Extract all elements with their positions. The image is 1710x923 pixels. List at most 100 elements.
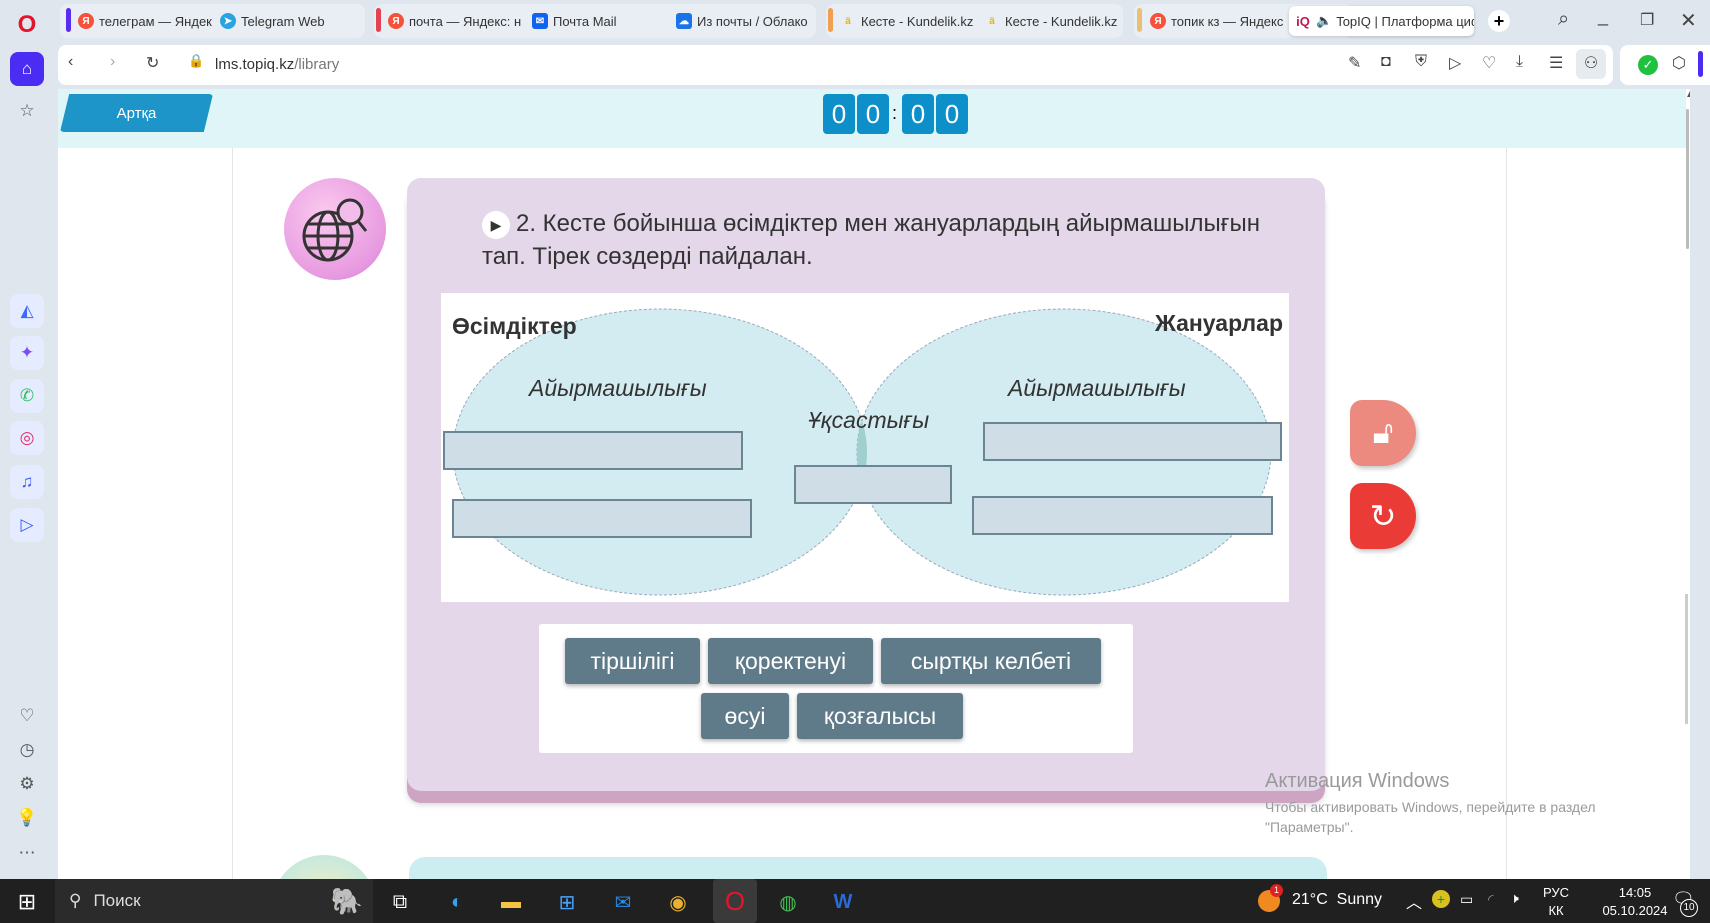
more-icon[interactable]: ⋯: [18, 843, 36, 862]
heart-icon[interactable]: ♡: [1482, 55, 1497, 72]
word-chip[interactable]: қоректенуі: [708, 638, 873, 684]
yandex-icon: Я: [78, 13, 94, 29]
camera-icon[interactable]: ◘: [1381, 53, 1391, 70]
check-extension-icon[interactable]: ✓: [1638, 55, 1658, 75]
url-input[interactable]: lms.topiq.kz/library: [215, 56, 339, 73]
store-icon[interactable]: ⊞: [558, 891, 576, 914]
weather-icon: 1: [1258, 884, 1283, 912]
word-chip[interactable]: қозғалысы: [797, 693, 963, 739]
tray-app-icon[interactable]: +: [1432, 890, 1450, 908]
animals-differences-label: Айырмашылығы: [1008, 375, 1186, 401]
scrollbar-thumb[interactable]: [1686, 109, 1689, 249]
speaker-icon[interactable]: 🔈: [1316, 13, 1333, 28]
back-nav-icon[interactable]: ‹: [68, 53, 74, 70]
drop-zone-plants-2[interactable]: [452, 499, 752, 538]
tab[interactable]: ☁Из почты / Облако: [670, 6, 810, 36]
history-icon[interactable]: ◷: [19, 740, 35, 759]
download-icon[interactable]: ⤓: [1516, 53, 1524, 70]
check-lock-button[interactable]: 🔓︎: [1350, 400, 1416, 466]
new-tab-button[interactable]: +: [1488, 10, 1510, 32]
yandex-icon: Я: [1150, 13, 1166, 29]
play-audio-button[interactable]: ▶: [482, 210, 510, 239]
refresh-icon: ↻: [1369, 498, 1397, 534]
word-chip[interactable]: сыртқы келбеті: [881, 638, 1101, 684]
home-icon[interactable]: ⌂: [10, 52, 44, 86]
windows-activation-watermark: Активация Windows Чтобы активировать Win…: [1265, 770, 1596, 835]
tab-active[interactable]: iQ🔈TopIQ | Платформа цифр: [1289, 6, 1474, 36]
settings-icon[interactable]: ⚙: [19, 774, 35, 793]
back-button[interactable]: Артқа: [60, 94, 213, 132]
taskbar-search[interactable]: ⚲Поиск🐘: [55, 879, 373, 923]
windows-start-icon[interactable]: ⊞: [17, 889, 37, 914]
edit-icon[interactable]: ✎: [1348, 55, 1362, 72]
video-player-icon[interactable]: ▷: [10, 508, 44, 542]
drop-zone-animals-1[interactable]: [983, 422, 1282, 461]
volume-icon[interactable]: 🕨: [1510, 890, 1519, 906]
drop-zone-animals-2[interactable]: [972, 496, 1273, 535]
word-icon[interactable]: W: [833, 890, 853, 913]
tab[interactable]: ✉ Почта Mail: [526, 6, 666, 36]
messenger-icon[interactable]: ✦: [10, 336, 44, 370]
scrollbar[interactable]: [1686, 89, 1690, 879]
wifi-icon[interactable]: ◜: [1488, 891, 1494, 907]
tab-label: топик кз — Яндекс: [1171, 13, 1284, 29]
tips-icon[interactable]: 💡: [16, 808, 38, 827]
aria-icon[interactable]: ◭: [10, 294, 44, 328]
word-chip[interactable]: өсуі: [701, 693, 789, 739]
search-icon: ⚲: [69, 891, 82, 910]
drop-zone-plants-1[interactable]: [443, 431, 743, 470]
star-icon[interactable]: ☆: [19, 101, 35, 120]
music-player-icon[interactable]: ♫: [10, 465, 44, 499]
green-app-icon[interactable]: ◍: [779, 891, 797, 914]
battery-icon[interactable]: ▭: [1460, 891, 1474, 907]
notification-count: 10: [1680, 899, 1698, 917]
telegram-icon: ➤: [220, 13, 236, 29]
opera-logo-icon[interactable]: O: [17, 11, 37, 38]
easy-setup-icon[interactable]: ☰: [1549, 55, 1564, 72]
edge-icon[interactable]: ◐: [450, 890, 464, 913]
chrome-icon[interactable]: ◉: [669, 891, 687, 914]
reload-icon[interactable]: ↻: [146, 55, 160, 72]
opera-sidebar: O ⌂ ☆ ◭ ✦ ✆ ◎ ♫ ▷ ♡ ◷ ⚙ 💡 ⋯: [0, 0, 55, 879]
tab-label: Из почты / Облако: [697, 13, 808, 29]
drop-zone-similarity[interactable]: [794, 465, 952, 504]
word-chip[interactable]: тіршілігі: [565, 638, 700, 684]
mail-app-icon[interactable]: ✉: [614, 891, 632, 914]
inner-scrollbar-thumb[interactable]: [1685, 594, 1688, 724]
tab[interactable]: ➤Telegram Web: [214, 6, 359, 36]
scroll-up-icon[interactable]: ▲: [1685, 89, 1690, 100]
tab-label: телеграм — Яндекс: [99, 13, 212, 29]
file-explorer-icon[interactable]: ▬: [501, 890, 521, 913]
cube-extension-icon[interactable]: ⬡: [1672, 55, 1686, 72]
whatsapp-icon[interactable]: ✆: [10, 379, 44, 413]
instagram-icon[interactable]: ◎: [10, 421, 44, 455]
weather-badge: 1: [1270, 884, 1283, 897]
notifications-icon[interactable]: 🗨10: [1672, 889, 1698, 917]
tab-label: Почта Mail: [553, 13, 617, 29]
weather-widget[interactable]: 21°C Sunny: [1292, 891, 1382, 909]
profile-icon[interactable]: ⚇: [1576, 49, 1606, 79]
mail-icon: ✉: [532, 13, 548, 29]
reset-button[interactable]: ↻: [1350, 483, 1416, 549]
restore-button[interactable]: ❐: [1640, 12, 1655, 29]
minimize-button[interactable]: _: [1598, 6, 1609, 26]
adblock-shield-icon[interactable]: ⛨: [1415, 53, 1428, 70]
tray-expand-icon[interactable]: ︿: [1406, 895, 1423, 912]
opera-taskbar-icon[interactable]: O: [713, 879, 757, 923]
clock-time: 14:05: [1618, 885, 1652, 900]
close-window-button[interactable]: ✕: [1680, 10, 1697, 32]
send-icon[interactable]: ▷: [1449, 55, 1462, 72]
task-view-icon[interactable]: ⧉: [392, 890, 408, 913]
search-tabs-icon[interactable]: ⌕: [1558, 8, 1570, 30]
heart-icon[interactable]: ♡: [19, 706, 35, 725]
forward-nav-icon[interactable]: ›: [110, 53, 116, 70]
tab-label: почта — Яндекс: н: [409, 13, 522, 29]
watermark-line: "Параметры".: [1265, 819, 1354, 835]
